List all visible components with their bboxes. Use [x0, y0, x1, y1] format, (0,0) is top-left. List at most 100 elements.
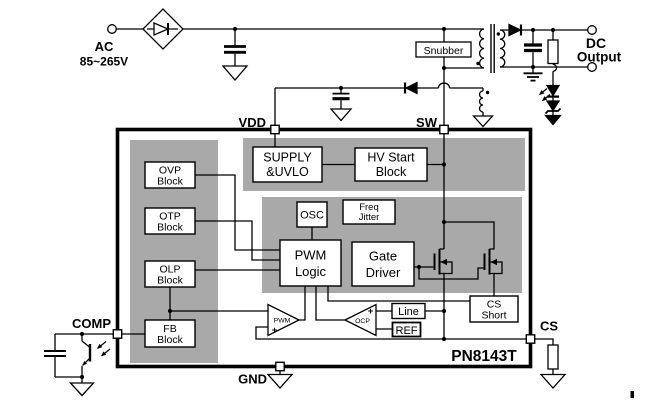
pwm-comparator-label: PWM	[274, 318, 291, 325]
pwm-logic-label: Logic	[295, 264, 327, 279]
hv-start-label: HV Start	[367, 151, 415, 165]
pin-label-gnd: GND	[238, 372, 267, 387]
pin-label-comp: COMP	[72, 316, 111, 331]
snubber-box	[415, 41, 472, 58]
cs-resistor	[534, 338, 567, 389]
aux-winding-icon	[472, 90, 494, 128]
core	[490, 24, 495, 73]
cs-short-label: Short	[481, 310, 506, 322]
otp-block	[144, 207, 196, 235]
otp-label: OTP	[159, 211, 181, 223]
pwm-logic-block	[279, 239, 342, 287]
line-block	[391, 302, 426, 320]
ground-icon	[472, 115, 494, 128]
ground-icon	[266, 373, 294, 389]
transformer-icon	[476, 24, 506, 73]
function-blocks	[144, 146, 519, 348]
internal-dots	[167, 162, 447, 342]
wire-hop	[437, 82, 451, 89]
ovp-label: Block	[157, 176, 183, 188]
ref-block	[391, 321, 422, 338]
primary-side-circuit	[107, 8, 597, 128]
supply-uvlo-block	[252, 146, 323, 183]
zener-diode-icon	[544, 96, 562, 126]
opto-led-icon	[539, 84, 561, 102]
bulk-capacitor	[221, 29, 249, 81]
pin-label-vdd: VDD	[239, 115, 266, 130]
cs-short-label: CS	[487, 299, 502, 311]
fb-block	[144, 319, 196, 348]
freq-jitter-block	[342, 199, 396, 225]
dc-plus-terminal	[587, 25, 597, 35]
pin-gnd	[275, 361, 285, 372]
freq-jitter-label: Jitter	[359, 212, 380, 223]
gate-driver-label: Driver	[366, 265, 401, 280]
osc-block	[296, 201, 328, 228]
wire-hop	[552, 63, 558, 72]
polarity-dot	[485, 90, 490, 95]
pwm-plus-sign: +	[272, 325, 278, 336]
pin-label-cs: CS	[540, 319, 558, 334]
ac-range-label: 85~265V	[80, 55, 128, 69]
ground-icon	[539, 373, 567, 389]
polarity-dot	[476, 61, 480, 66]
comp-capacitor	[44, 350, 82, 378]
hv-start-block	[354, 147, 428, 182]
solid-ground-icon	[544, 114, 562, 126]
opto-transistor-icon	[81, 334, 111, 377]
sense-mosfet-icon	[483, 249, 503, 275]
ground-icon	[69, 382, 95, 397]
secondary-side	[500, 23, 597, 126]
main-mosfet-icon	[433, 249, 453, 275]
fb-label: FB	[163, 323, 176, 335]
ovp-label: OVP	[159, 165, 181, 177]
dc-label: DC	[586, 35, 606, 51]
earth-ground-icon	[523, 67, 543, 82]
vdd-supply-net	[274, 81, 494, 128]
fb-label: Block	[157, 334, 183, 346]
supply-uvlo-label: SUPPLY	[263, 151, 312, 165]
junction-dots	[232, 26, 556, 91]
secondary-winding	[499, 29, 506, 68]
pin-comp	[112, 329, 123, 339]
pin-label-sw: SW	[416, 115, 438, 130]
ac-label: AC	[95, 39, 114, 54]
pin-sw	[439, 124, 449, 135]
hv-start-label: Block	[376, 165, 407, 179]
pin-cs	[525, 334, 536, 344]
ocp-comparator-icon	[343, 303, 377, 337]
ovp-block	[144, 161, 196, 189]
supply-uvlo-label: &UVLO	[266, 165, 309, 179]
primary-winding	[478, 28, 485, 69]
output-resistor	[547, 30, 559, 85]
pwm-logic-label: PWM	[295, 248, 327, 263]
ground-icon	[221, 65, 249, 81]
ic-pn8143t	[112, 124, 536, 372]
junction-dots	[79, 331, 85, 380]
osc-label: OSC	[300, 210, 324, 222]
snubber-label: Snubber	[424, 45, 464, 57]
pin-vdd	[270, 124, 280, 135]
labels: AC 85~265V DC Output Snubber VDD SW COMP…	[72, 35, 622, 387]
olp-block	[144, 260, 196, 288]
bridge-rectifier-icon	[142, 8, 184, 50]
dc-minus-terminal	[587, 62, 597, 72]
freq-jitter-label: Freq	[359, 202, 379, 213]
ocp-comparator-label: OCP	[355, 318, 370, 325]
part-number-label: PN8143T	[451, 348, 517, 365]
ref-label: REF	[396, 325, 418, 337]
output-diode-icon	[508, 23, 523, 37]
artifact-mark	[630, 391, 634, 398]
feedback-circuit	[44, 331, 567, 397]
line-label: Line	[398, 306, 419, 318]
gate-driver-label: Gate	[369, 249, 397, 264]
cs-short-block	[469, 295, 519, 323]
olp-label: Block	[157, 275, 183, 287]
pwm-comparator-icon	[267, 303, 301, 337]
olp-label: OLP	[159, 264, 180, 276]
vdd-capacitor	[329, 88, 353, 122]
ground-icon	[329, 108, 353, 122]
gate-driver-block	[351, 241, 415, 287]
